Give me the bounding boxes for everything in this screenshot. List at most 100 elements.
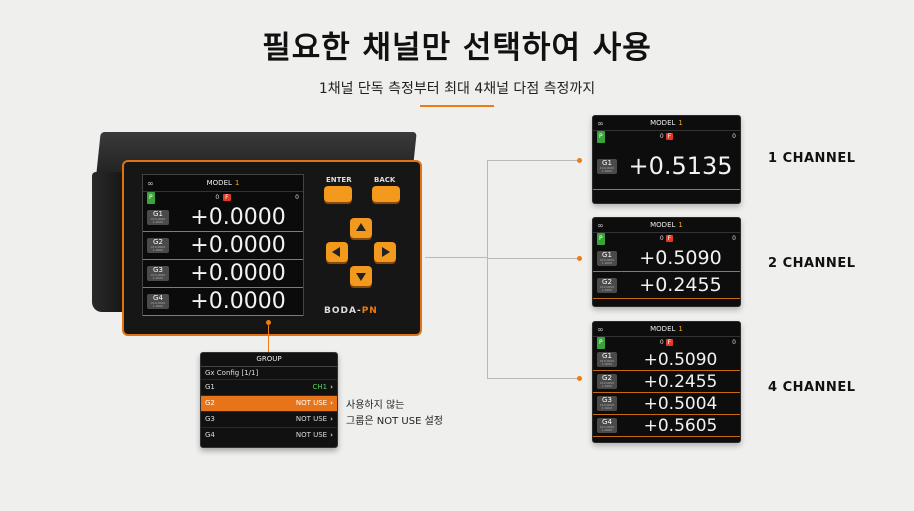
arrow-up-icon — [356, 223, 366, 231]
status-left: 0 — [659, 339, 664, 346]
model-label: MODEL — [650, 325, 676, 333]
channel-reading: +0.2455 — [639, 274, 722, 296]
group-range-2: 1.0000 — [601, 260, 613, 265]
f-badge: F — [223, 194, 231, 201]
group-title: GROUP — [201, 353, 337, 367]
connector-dot — [266, 320, 271, 325]
group-range-1: X10.0000 — [599, 403, 615, 407]
status-right: 0 — [732, 133, 736, 140]
link-icon: ∞ — [147, 178, 154, 188]
group-range-1: X10.0000 — [599, 257, 615, 262]
group-row-value: CH1 — [312, 383, 328, 391]
group-range-2: 1.0000 — [152, 248, 164, 252]
up-button[interactable] — [350, 218, 372, 238]
group-range-1: X10.0000 — [150, 273, 166, 277]
group-label: G2 — [602, 374, 612, 382]
group-range-2: 1.0000 — [601, 362, 613, 366]
group-row-name: G4 — [205, 431, 215, 439]
group-range-2: 1.0000 — [601, 428, 613, 432]
model-number: 1 — [678, 221, 683, 229]
group-range-2: 1.0000 — [152, 276, 164, 280]
arrow-left-icon — [332, 247, 340, 257]
device-side — [92, 172, 126, 312]
note-line-1: 사용하지 않는 — [346, 400, 405, 411]
connector-group — [268, 322, 269, 352]
status-left: 0 — [215, 194, 220, 201]
label-4-channel: 4 CHANNEL — [768, 380, 856, 395]
note-text: 사용하지 않는 그룹은 NOT USE 설정 — [346, 398, 443, 430]
connector-4ch — [487, 378, 579, 379]
group-range-1: X10.0000 — [599, 284, 615, 289]
group-range-2: 1.0000 — [601, 384, 613, 388]
group-range-1: X10.0000 — [599, 165, 615, 170]
connector-dot — [577, 256, 582, 261]
f-badge: F — [665, 339, 674, 346]
link-icon: ∞ — [597, 118, 604, 128]
group-label: G4 — [602, 418, 612, 426]
arrow-down-icon — [356, 273, 366, 281]
group-label: G1 — [153, 210, 163, 218]
group-row-name: G2 — [205, 399, 215, 407]
right-button[interactable] — [374, 242, 396, 262]
group-row-value: NOT USE — [295, 431, 328, 439]
screen-status: P 0 F 0 — [143, 192, 303, 204]
channel-reading: +0.0000 — [190, 233, 286, 258]
group-range-1: X10.0000 — [150, 217, 166, 221]
left-button[interactable] — [326, 242, 348, 262]
group-label: G2 — [153, 238, 163, 246]
group-range-1: X10.0000 — [599, 425, 615, 429]
group-row-name: G3 — [205, 415, 215, 423]
group-label: G1 — [602, 158, 612, 167]
down-button[interactable] — [350, 266, 372, 286]
channel-reading: +0.5090 — [643, 349, 718, 370]
group-row-g2[interactable]: G2 NOT USE› — [201, 395, 337, 411]
group-row-value-wrap: NOT USE› — [296, 396, 333, 411]
group-range-1: X10.0000 — [599, 359, 615, 363]
group-range-1: X10.0000 — [150, 301, 166, 305]
channel-reading: +0.5605 — [643, 415, 718, 436]
page-title: 필요한 채널만 선택하여 사용 — [262, 30, 652, 66]
keypad: ENTER BACK BODA-PN — [316, 168, 412, 328]
back-button[interactable] — [372, 186, 400, 202]
connector-1ch — [487, 160, 579, 161]
connector-2ch — [487, 258, 579, 259]
back-label: BACK — [374, 176, 396, 184]
enter-label: ENTER — [326, 176, 352, 184]
connector-dot — [577, 376, 582, 381]
group-range-2: 1.0000 — [152, 304, 164, 308]
enter-button[interactable] — [324, 186, 352, 202]
group-label: G4 — [153, 294, 163, 302]
channel-reading: +0.5135 — [628, 152, 733, 180]
connector-dot — [577, 158, 582, 163]
connector-main — [425, 257, 487, 258]
channel-reading: +0.2455 — [643, 371, 718, 392]
channel-reading: +0.5090 — [639, 247, 722, 269]
link-icon: ∞ — [597, 220, 604, 230]
